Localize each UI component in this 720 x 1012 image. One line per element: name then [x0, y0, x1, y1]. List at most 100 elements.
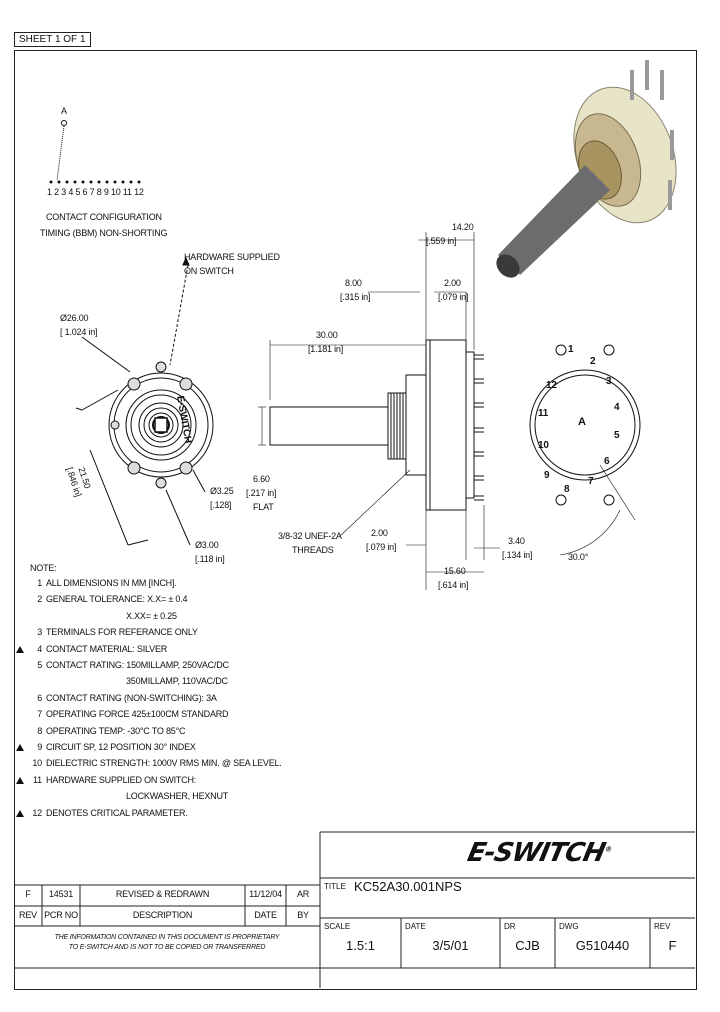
rev-header-desc: DESCRIPTION: [132, 910, 193, 920]
note-number: 5: [37, 660, 42, 670]
note-text: X.XX= ± 0.25: [126, 610, 177, 621]
note-text: TERMINALS FOR REFERANCE ONLY: [46, 627, 198, 638]
dim-shaft-mm: 30.00: [316, 330, 338, 340]
side-view: [258, 232, 500, 590]
note-text: LOCKWASHER, HEXNUT: [126, 791, 229, 802]
rev-header-pcr: PCR NO: [44, 910, 78, 920]
note-text: ALL DIMENSIONS IN MM [INCH].: [46, 578, 177, 588]
pin-dia-mm: Ø3.00: [195, 540, 219, 550]
scale-value: 1.5:1: [346, 938, 375, 953]
dim-bushing-mm: 8.00: [345, 278, 362, 288]
rev-row-by: AR: [296, 889, 310, 899]
rev-header-date: DATE: [254, 910, 277, 920]
title-label: TITLE: [324, 882, 346, 891]
critical-parameter-flag-icon: [16, 776, 24, 784]
dim-flat-mm: 6.60: [253, 474, 270, 484]
date-label: DATE: [405, 922, 426, 931]
rev-row-pcr: 14531: [48, 889, 74, 899]
note-text: CIRCUIT SP, 12 POSITION 30° INDEX: [46, 742, 196, 752]
critical-parameter-flag-icon: [16, 744, 24, 751]
front-view: [75, 256, 214, 546]
note-text: DENOTES CRITICAL PARAMETER.: [46, 807, 188, 818]
note-number: 12: [32, 807, 42, 818]
rev-row-desc: REVISED & REDRAWN: [115, 889, 210, 899]
note-item: 5 CONTACT RATING: 150MILLAMP, 250VAC/DC: [20, 660, 229, 670]
note-text: 350MILLAMP, 110VAC/DC: [126, 676, 228, 687]
terminal-common: A: [578, 416, 586, 428]
note-item: 10 DIELECTRIC STRENGTH: 1000V RMS MIN. @ …: [20, 758, 282, 769]
pin-dia-in: [.118 in]: [195, 554, 225, 564]
dim-overall-in: [.559 in]: [426, 236, 457, 246]
rev-header-rev: REV: [19, 910, 37, 920]
switch-3d-render: [496, 60, 677, 278]
terminal-pins: [474, 354, 484, 501]
scale-label: SCALE: [324, 922, 351, 931]
rev-label: REV: [654, 922, 671, 931]
note-number: 10: [32, 758, 42, 769]
dim-nut-mm: 2.00: [371, 528, 388, 538]
note-text: OPERATING TEMP: -30°C TO 85°C: [46, 725, 186, 736]
terminal-10: 10: [538, 440, 549, 451]
terminal-2: 2: [590, 356, 596, 367]
dim-nut-in: [.079 in]: [366, 542, 397, 552]
terminal-3: 3: [606, 376, 612, 387]
front-dia-mm: Ø26.00: [60, 313, 89, 323]
hardware-note-2: ON SWITCH: [184, 266, 234, 276]
rev-row-date: 11/12/04: [249, 889, 282, 899]
mounting-hole-dia-in: [.128]: [210, 500, 232, 510]
drawn-by-value: CJB: [515, 938, 540, 953]
rev-row-rev: F: [25, 889, 31, 899]
note-number: 1: [37, 578, 42, 588]
note-item: LOCKWASHER, HEXNUT: [20, 791, 228, 801]
note-text: DIELECTRIC STRENGTH: 1000V RMS MIN. @ SE…: [46, 758, 282, 769]
dim-flat-in: [.217 in]: [246, 488, 277, 498]
note-item: X.XX= ± 0.25: [20, 611, 177, 621]
dwg-number: G510440: [575, 938, 630, 953]
common-terminal-symbol: [61, 120, 67, 126]
critical-parameter-flag-icon: [16, 645, 24, 653]
terminal-8: 8: [564, 484, 570, 495]
note-text: CONTACT RATING: 150MILLAMP, 250VAC/DC: [46, 660, 229, 670]
note-text: CONTACT RATING (NON-SWITCHING): 3A: [46, 692, 217, 703]
sheet-label: SHEET 1 OF 1: [14, 32, 91, 47]
index-angle: 30.0°: [568, 552, 589, 562]
note-number: 11: [33, 774, 42, 785]
common-pin-label: A: [61, 106, 67, 116]
timing-label: TIMING (BBM) NON-SHORTING: [40, 228, 168, 238]
company-logo: E-SWITCH®: [465, 838, 614, 868]
mounting-hole-dia-mm: Ø3.25: [210, 486, 234, 496]
proprietary-notice-1: THE INFORMATION CONTAINED IN THIS DOCUME…: [54, 934, 280, 941]
hardware-note: HARDWARE SUPPLIED: [184, 252, 280, 262]
dim-pin-mm: 3.40: [508, 536, 525, 546]
terminal-1: 1: [568, 344, 574, 355]
notes-heading: NOTE:: [30, 563, 57, 573]
rear-view: [529, 344, 641, 556]
dim-flange-in: [.079 in]: [438, 292, 469, 302]
drawing-sheet-border: [14, 50, 697, 990]
note-item: 350MILLAMP, 110VAC/DC: [20, 676, 228, 686]
dim-pin-in: [.134 in]: [502, 550, 533, 560]
note-number: 3: [37, 627, 42, 638]
thread-label: THREADS: [292, 545, 334, 555]
terminal-9: 9: [544, 470, 550, 481]
note-number: 2: [37, 594, 42, 605]
rev-header-by: BY: [297, 910, 309, 920]
proprietary-notice-2: TO E-SWITCH AND IS NOT TO BE COPIED OR T…: [68, 944, 266, 951]
date-value: 3/5/01: [432, 938, 469, 953]
terminal-5: 5: [614, 430, 620, 441]
terminal-7: 7: [588, 476, 594, 487]
terminal-12: 12: [546, 380, 557, 391]
flat-label: FLAT: [253, 502, 274, 512]
rev-value: F: [668, 938, 677, 953]
drawn-by-label: DR: [504, 922, 516, 931]
terminal-4: 4: [614, 402, 620, 413]
note-item: 12 DENOTES CRITICAL PARAMETER.: [16, 807, 188, 818]
dim-bushing-in: [.315 in]: [340, 292, 371, 302]
critical-parameter-flag-icon: [16, 809, 24, 817]
